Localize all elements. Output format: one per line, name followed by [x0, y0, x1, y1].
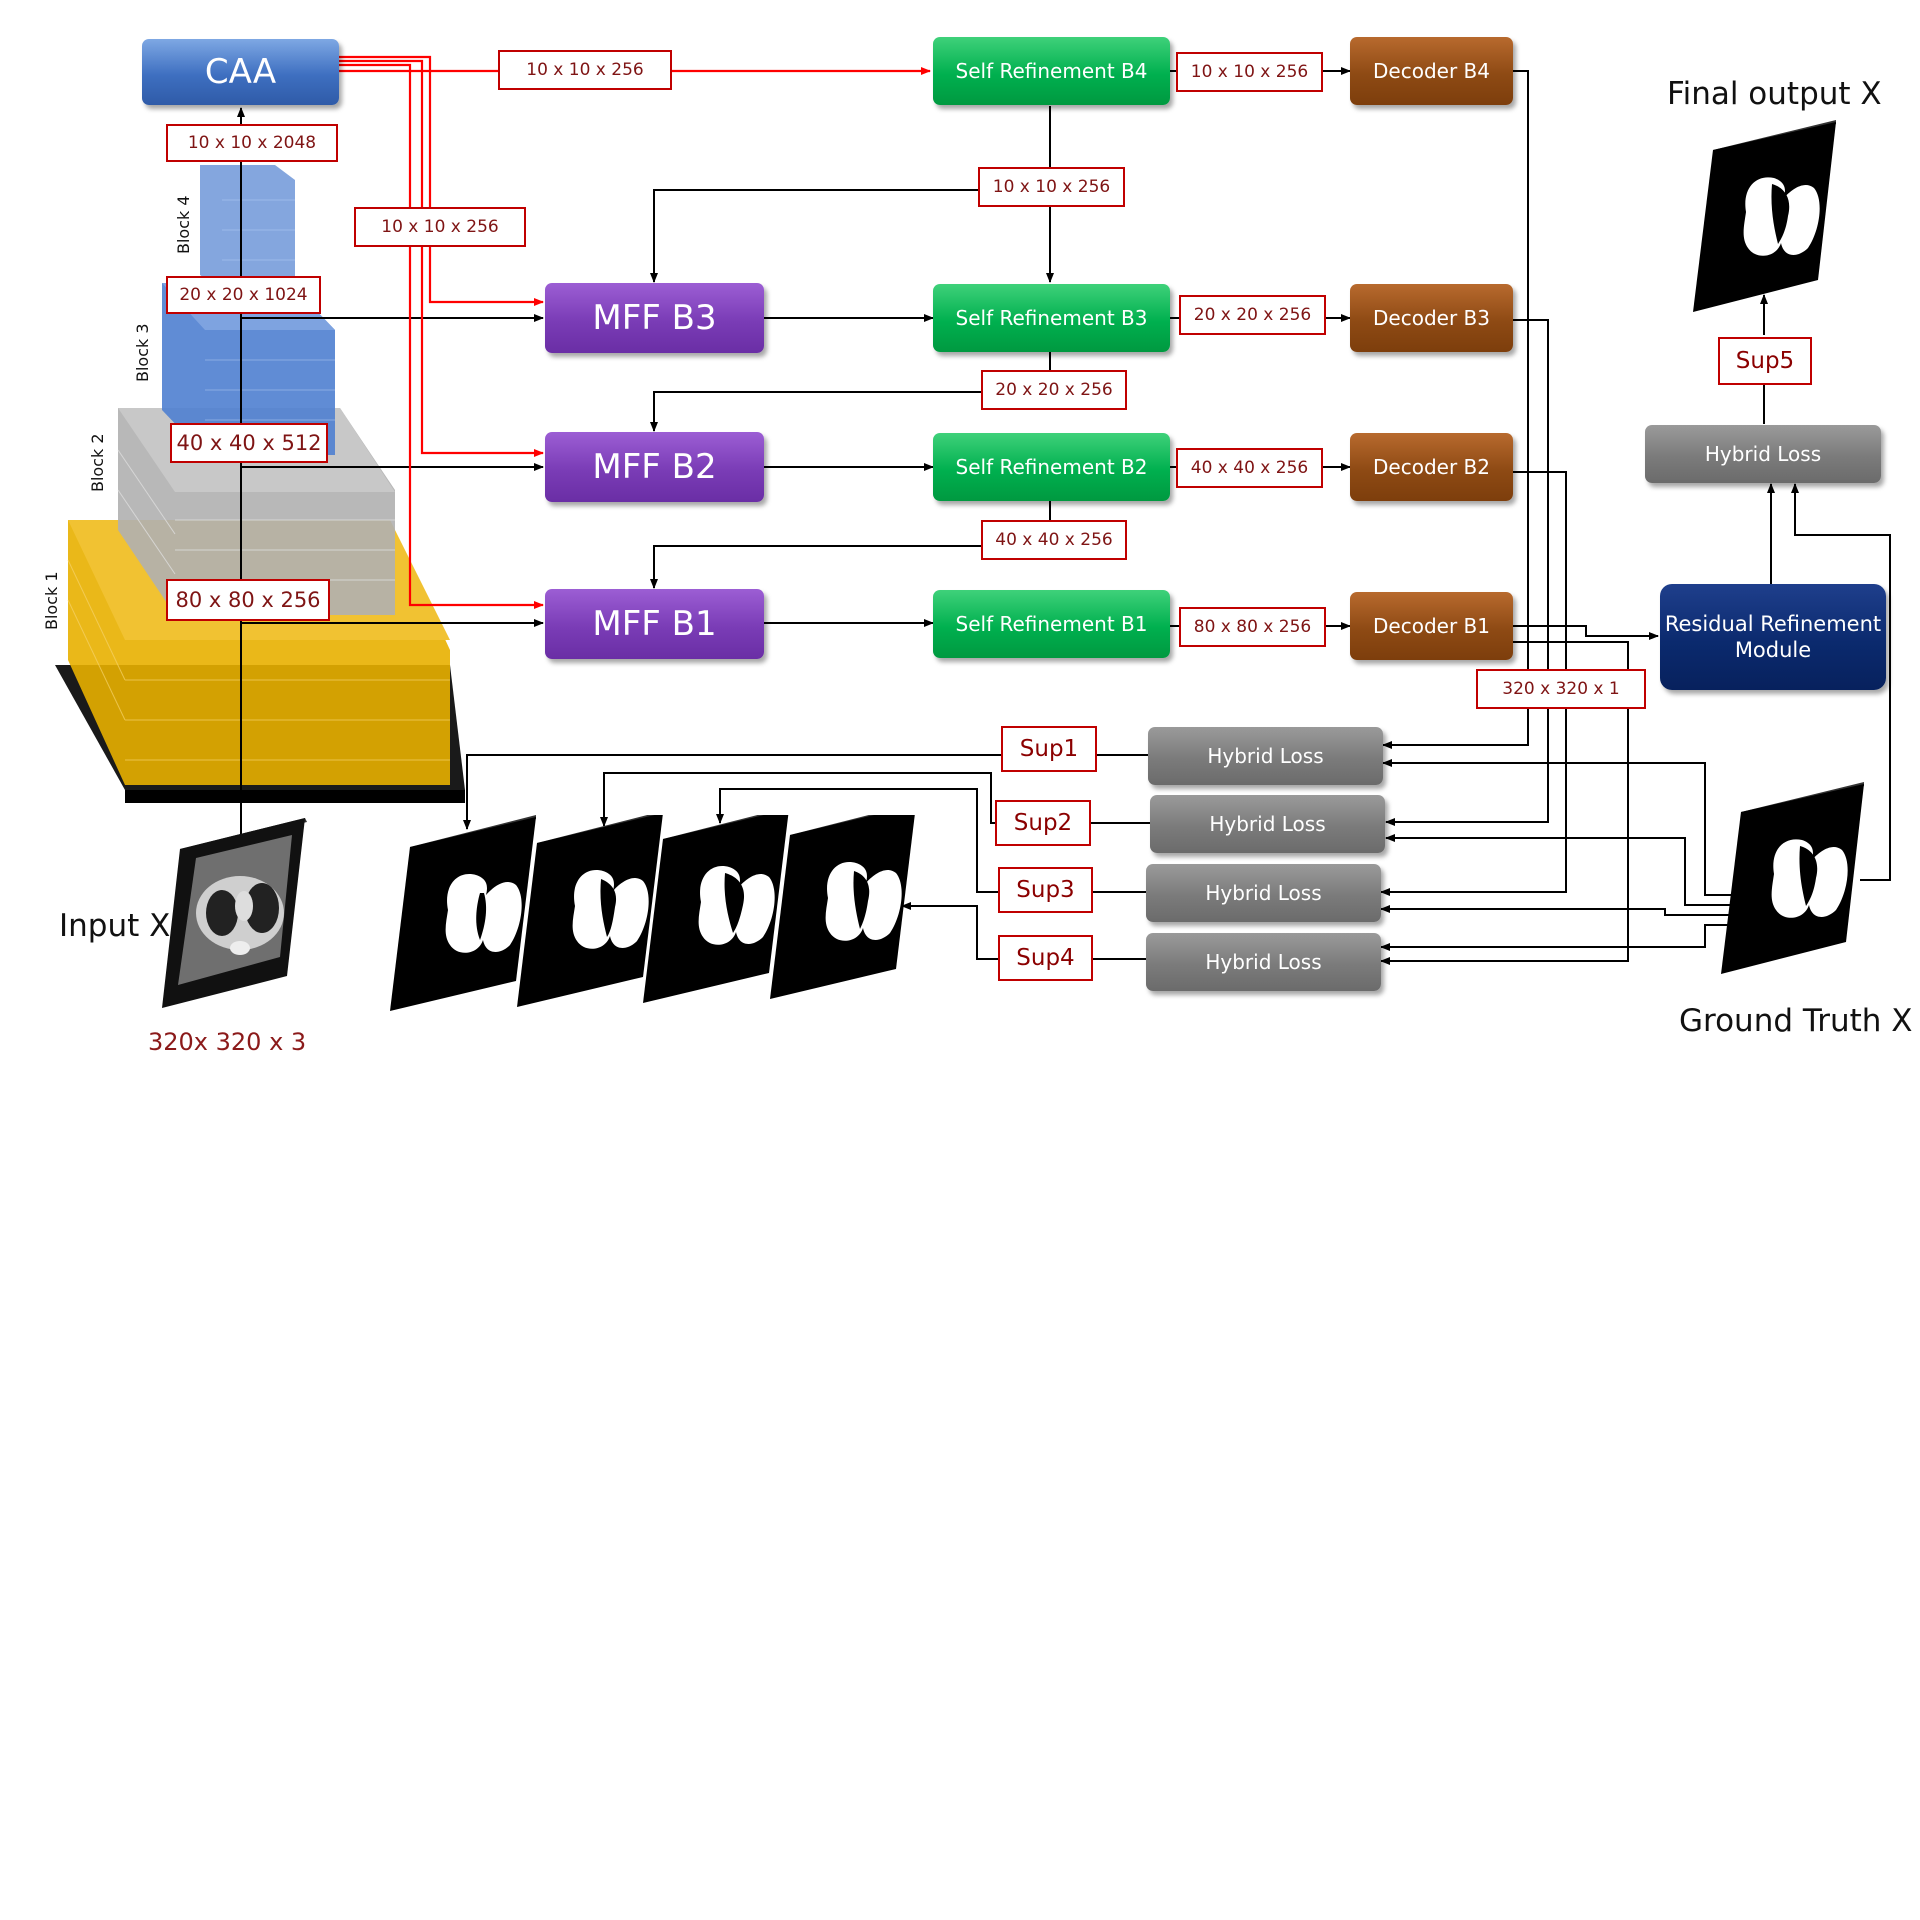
- final-output-mask: [1693, 120, 1836, 312]
- sup5-label: Sup5: [1718, 337, 1812, 385]
- encoder-block-4: [200, 165, 295, 290]
- sr-feedback-dim-b3: 20 x 20 x 256: [981, 370, 1127, 410]
- self-refinement-b1: Self Refinement B1: [933, 590, 1170, 658]
- decoder-b3: Decoder B3: [1350, 284, 1513, 352]
- ground-truth-mask: [1721, 782, 1864, 974]
- mff-b1: MFF B1: [545, 589, 764, 659]
- sup1-label: Sup1: [1001, 726, 1097, 772]
- predicted-mask-2: [517, 815, 663, 1007]
- predicted-masks: [390, 815, 915, 1011]
- decoder-b1: Decoder B1: [1350, 592, 1513, 660]
- block-2-label: Block 2: [88, 433, 107, 492]
- final-output-label: Final output X: [1667, 76, 1882, 112]
- sup3-label: Sup3: [998, 867, 1093, 913]
- encoder-dim-block2: 40 x 40 x 512: [170, 423, 328, 463]
- predicted-mask-1: [390, 815, 536, 1011]
- mff-b3: MFF B3: [545, 283, 764, 353]
- output-dim: 320 x 320 x 1: [1476, 669, 1646, 709]
- input-dim-label: 320x 320 x 3: [148, 1028, 307, 1056]
- residual-refinement-module: Residual Refinement Module: [1660, 584, 1886, 690]
- attention-dim-to-sr4: 10 x 10 x 256: [498, 50, 672, 90]
- predicted-mask-3: [643, 815, 789, 1003]
- decoder-b4: Decoder B4: [1350, 37, 1513, 105]
- block-1-label: Block 1: [42, 571, 61, 630]
- hybrid-loss-2: Hybrid Loss: [1150, 795, 1385, 853]
- caa-module: CAA: [142, 39, 339, 105]
- encoder-dim-block4: 10 x 10 x 2048: [166, 124, 338, 162]
- sr-decoder-dim-b2: 40 x 40 x 256: [1176, 448, 1323, 488]
- predicted-mask-4: [770, 815, 915, 999]
- hybrid-loss-1: Hybrid Loss: [1148, 727, 1383, 785]
- encoder-dim-block3: 20 x 20 x 1024: [166, 276, 321, 314]
- input-label: Input X: [59, 908, 171, 944]
- attention-dim-to-mff: 10 x 10 x 256: [354, 207, 526, 247]
- ground-truth-label: Ground Truth X: [1679, 1003, 1913, 1039]
- sup4-label: Sup4: [998, 935, 1093, 981]
- sup2-label: Sup2: [995, 800, 1091, 846]
- hybrid-loss-3: Hybrid Loss: [1146, 864, 1381, 922]
- hybrid-loss-4: Hybrid Loss: [1146, 933, 1381, 991]
- hybrid-loss-final: Hybrid Loss: [1645, 425, 1881, 483]
- self-refinement-b4: Self Refinement B4: [933, 37, 1170, 105]
- decoder-b2: Decoder B2: [1350, 433, 1513, 501]
- sr-decoder-dim-b3: 20 x 20 x 256: [1179, 295, 1326, 335]
- input-ct-image: [162, 818, 307, 1008]
- sr-decoder-dim-b4: 10 x 10 x 256: [1176, 52, 1323, 92]
- block-3-label: Block 3: [133, 323, 152, 382]
- sr-decoder-dim-b1: 80 x 80 x 256: [1179, 607, 1326, 647]
- mff-b2: MFF B2: [545, 432, 764, 502]
- self-refinement-b2: Self Refinement B2: [933, 433, 1170, 501]
- sr-feedback-dim-b4: 10 x 10 x 256: [978, 167, 1125, 207]
- block-4-label: Block 4: [174, 195, 193, 254]
- encoder-dim-block1: 80 x 80 x 256: [166, 579, 330, 621]
- sr-feedback-dim-b2: 40 x 40 x 256: [981, 520, 1127, 560]
- self-refinement-b3: Self Refinement B3: [933, 284, 1170, 352]
